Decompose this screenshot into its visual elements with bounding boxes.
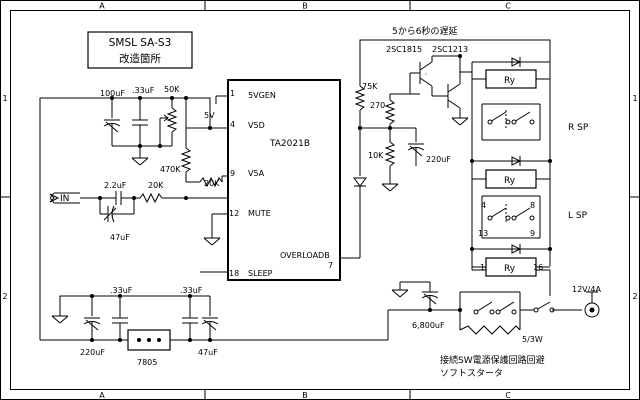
ic-pin18-name: SLEEP [248, 269, 273, 278]
label-2-2uf: 2.2uF [104, 181, 127, 190]
label-10k: 10K [368, 151, 384, 160]
frame-col-a-top: A [99, 2, 105, 11]
ic-pin12-name: MUTE [248, 209, 271, 218]
pin-label-16: 16 [533, 263, 543, 272]
ic-ta2021b: TA2021B 5VGEN V5D V5A MUTE OVERLOADB SLE… [227, 79, 341, 281]
label-l-sp: L SP [568, 211, 588, 221]
label-33uf-b1: .33uF [110, 286, 133, 295]
ic-pin12-num: 12 [229, 209, 239, 218]
label-5v: 5V [204, 111, 215, 120]
relay-label-2: Ry [504, 176, 516, 186]
label-r-sp: R SP [568, 123, 589, 133]
ic-pin9-name: V5A [248, 169, 265, 178]
frame-col-b-bottom: B [302, 391, 308, 400]
frame-col-a-bottom: A [99, 391, 105, 400]
label-75k: 75K [362, 82, 378, 91]
label-2sc1213: 2SC1213 [432, 45, 468, 54]
ic-name: TA2021B [269, 139, 310, 149]
frame-row-2-right: 2 [632, 292, 637, 301]
ic-pin7-num: 7 [328, 261, 333, 270]
frame-col-c-bottom: C [505, 391, 511, 400]
relay-label-1: Ry [504, 76, 516, 86]
pin-label-13: 13 [478, 229, 488, 238]
label-20k-a: 20K [204, 179, 220, 188]
label-33uf-b2: .33uF [180, 286, 203, 295]
label-50k: 50K [164, 85, 180, 94]
delay-circuit [340, 39, 551, 259]
ic-pin4-num: 4 [230, 120, 235, 129]
label-33uf-top: .33uF [132, 86, 155, 95]
frame-col-c-top: C [505, 2, 511, 11]
pin-label-1: 1 [480, 263, 485, 272]
label-5-3w: 5/3W [522, 335, 543, 344]
note-line-2: ソフトスタータ [440, 368, 503, 379]
ic-pin4-name: V5D [248, 121, 265, 130]
label-47uf-bottom: 47uF [198, 348, 218, 357]
label-470k: 470K [160, 165, 181, 174]
ic-pin7-name: OVERLOADB [280, 251, 330, 260]
supply-section [40, 270, 600, 351]
label-12v-4a: 12V/4A [572, 285, 601, 294]
label-270: 270 [370, 101, 385, 110]
pin-label-8: 8 [530, 201, 535, 210]
frame-col-b-top: B [302, 2, 308, 11]
label-7805: 7805 [137, 358, 157, 367]
frame-row-2-left: 2 [2, 292, 7, 301]
relay-section [470, 57, 552, 277]
note-line-1: 接続SW電源保護回路回避 [440, 354, 545, 366]
label-220uf-bottom: 220uF [80, 348, 105, 357]
label-in: IN [60, 194, 69, 204]
label-delay: 5から6秒の遅延 [392, 25, 457, 37]
label-20k-b: 20K [148, 181, 164, 190]
ic-pin1-num: 1 [230, 89, 235, 98]
bias-network [39, 95, 228, 340]
input-network [49, 191, 170, 223]
label-220uf-mid: 220uF [426, 155, 451, 164]
pin-label-4: 4 [481, 201, 486, 210]
relay-label-3: Ry [504, 264, 516, 274]
label-47uf-in: 47uF [110, 233, 130, 242]
title-line-1: SMSL SA-S3 [109, 37, 172, 49]
frame-row-1-right: 1 [632, 94, 637, 103]
label-6800uf: 6,800uF [412, 321, 445, 330]
ic-pin9-num: 9 [230, 169, 235, 178]
label-2sc1815: 2SC1815 [386, 45, 422, 54]
frame-row-1-left: 1 [2, 94, 7, 103]
title-line-2: 改造箇所 [119, 52, 161, 65]
label-100uf: 100uF [100, 89, 125, 98]
pin-label-9: 9 [530, 229, 535, 238]
ic-pin18-num: 18 [229, 269, 239, 278]
ic-pin1-name: 5VGEN [248, 91, 276, 100]
title-block: SMSL SA-S3 改造箇所 [87, 31, 193, 69]
